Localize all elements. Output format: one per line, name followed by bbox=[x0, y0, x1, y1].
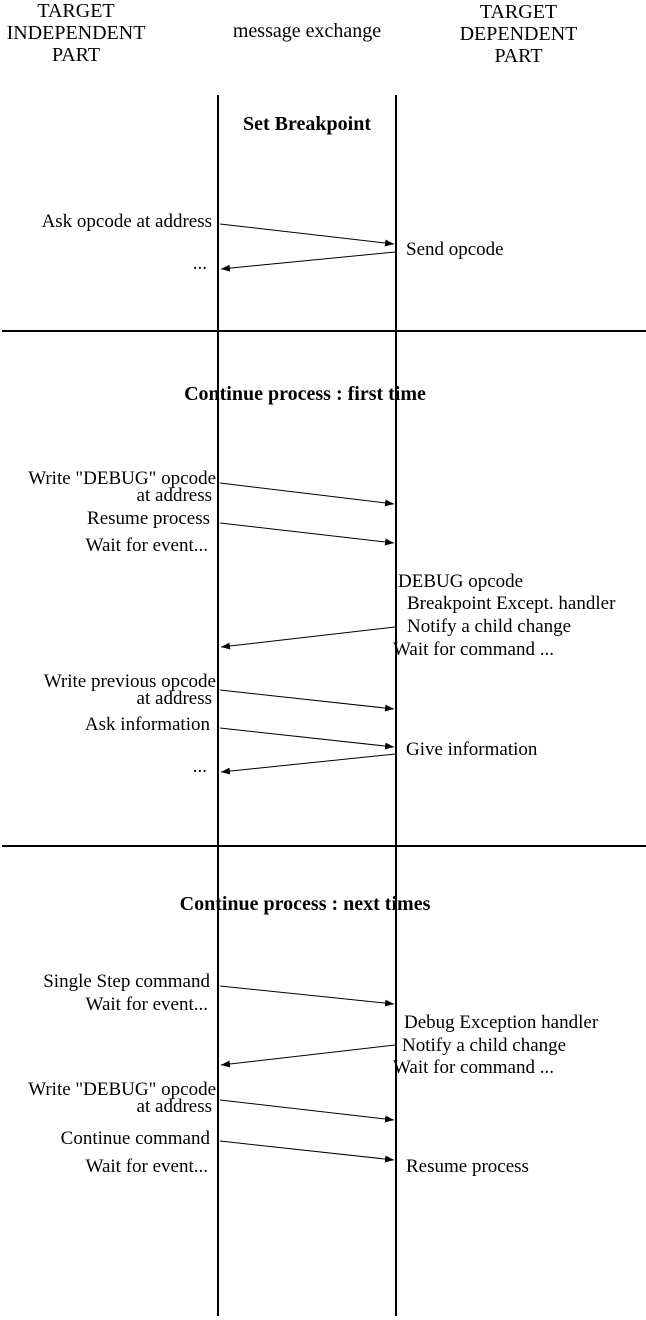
label-write-previous-line2: at address bbox=[136, 688, 212, 709]
label-notify-child-2: Notify a child change bbox=[402, 1035, 567, 1056]
label-wait-for-event-1: Wait for event... bbox=[85, 535, 208, 556]
label-ellipsis-1: ... bbox=[192, 253, 207, 274]
label-wait-for-event-2: Wait for event... bbox=[85, 994, 208, 1015]
label-resume-process-right: Resume process bbox=[406, 1156, 529, 1177]
header-message-exchange: message exchange bbox=[232, 20, 382, 42]
label-debug-exception-handler: Debug Exception handler bbox=[404, 1012, 599, 1033]
section-title-continue-next: Continue process : next times bbox=[179, 893, 431, 915]
label-ask-opcode: Ask opcode at address bbox=[41, 211, 212, 232]
header-left-line3: PART bbox=[51, 44, 101, 66]
label-send-opcode: Send opcode bbox=[406, 239, 504, 260]
arrow-notify-return-2 bbox=[220, 1044, 396, 1068]
label-ask-information: Ask information bbox=[84, 714, 210, 735]
arrow-send-opcode-return bbox=[220, 251, 396, 272]
header-right-line1: TARGET bbox=[479, 1, 558, 23]
label-write-debug-2-line2: at address bbox=[136, 1096, 212, 1117]
label-write-debug-1-line2: at address bbox=[136, 485, 212, 506]
arrow-single-step bbox=[219, 985, 395, 1007]
label-wait-for-command-2: Wait for command ... bbox=[393, 1057, 554, 1078]
header-left-line2: INDEPENDENT bbox=[6, 22, 146, 44]
label-single-step: Single Step command bbox=[43, 971, 210, 992]
label-debug-opcode: DEBUG opcode bbox=[398, 571, 524, 592]
label-give-information: Give information bbox=[406, 739, 538, 760]
label-write-debug-2-line1: Write "DEBUG" opcode bbox=[28, 1079, 216, 1100]
arrow-write-debug-2 bbox=[219, 1099, 395, 1123]
arrow-ask-information bbox=[219, 727, 395, 750]
label-notify-child-1: Notify a child change bbox=[407, 616, 572, 637]
arrow-resume-process bbox=[219, 522, 395, 546]
label-resume-process-left: Resume process bbox=[87, 508, 210, 529]
label-wait-for-command-1: Wait for command ... bbox=[393, 639, 554, 660]
section-title-continue-first: Continue process : first time bbox=[184, 383, 426, 405]
header-right-line2: DEPENDENT bbox=[459, 23, 578, 45]
label-continue-command: Continue command bbox=[60, 1128, 210, 1149]
header-left-line1: TARGET bbox=[37, 0, 115, 22]
label-ellipsis-2: ... bbox=[192, 756, 207, 777]
header-target-independent: TARGET INDEPENDENT PART bbox=[0, 0, 152, 66]
header-target-dependent: TARGET DEPENDENT PART bbox=[391, 1, 646, 67]
header-right-line3: PART bbox=[494, 45, 543, 67]
label-breakpoint-handler: Breakpoint Except. handler bbox=[407, 593, 616, 614]
section-title-set-breakpoint: Set Breakpoint bbox=[243, 113, 371, 135]
label-write-debug-1-line1: Write "DEBUG" opcode bbox=[28, 468, 216, 489]
arrow-write-previous bbox=[219, 689, 395, 712]
arrow-continue-command bbox=[219, 1140, 395, 1163]
arrow-give-information-return bbox=[220, 753, 396, 775]
label-wait-for-event-3: Wait for event... bbox=[85, 1156, 208, 1177]
arrow-write-debug-1 bbox=[219, 482, 395, 507]
arrow-notify-return-1 bbox=[220, 626, 396, 650]
arrow-ask-opcode bbox=[219, 223, 395, 247]
label-write-previous-line1: Write previous opcode bbox=[43, 671, 216, 692]
